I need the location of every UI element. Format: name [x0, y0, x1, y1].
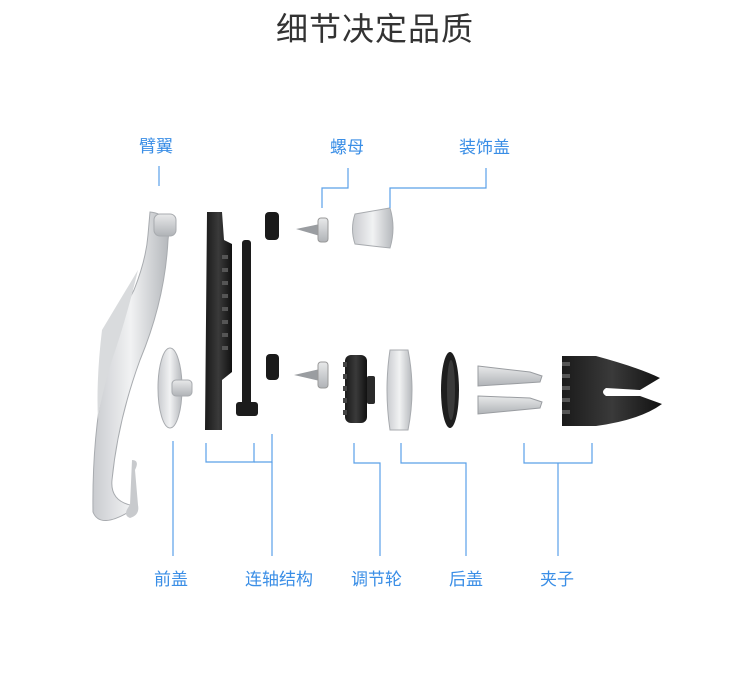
label-back-cover: 后盖 — [449, 570, 483, 590]
nut-screw-middle — [294, 361, 329, 389]
label-decor-cap: 装饰盖 — [459, 138, 510, 158]
nut-screw-top — [296, 217, 329, 243]
back-cover-part — [386, 349, 459, 431]
label-shaft: 连轴结构 — [245, 570, 313, 590]
label-front-cover: 前盖 — [154, 570, 188, 590]
front-cover-part — [157, 347, 193, 429]
page-title: 细节决定品质 — [275, 10, 474, 48]
label-arm: 臂翼 — [139, 137, 173, 157]
label-clip: 夹子 — [540, 570, 574, 590]
decor-cap-part — [352, 207, 394, 249]
adjust-wheel-part — [343, 355, 375, 423]
clip-part — [477, 356, 662, 426]
leader-lines — [158, 166, 593, 556]
label-adjust-wheel: 调节轮 — [351, 570, 402, 590]
shaft-part — [205, 212, 279, 430]
arm-wing-part — [92, 211, 177, 521]
label-nut: 螺母 — [330, 138, 364, 158]
